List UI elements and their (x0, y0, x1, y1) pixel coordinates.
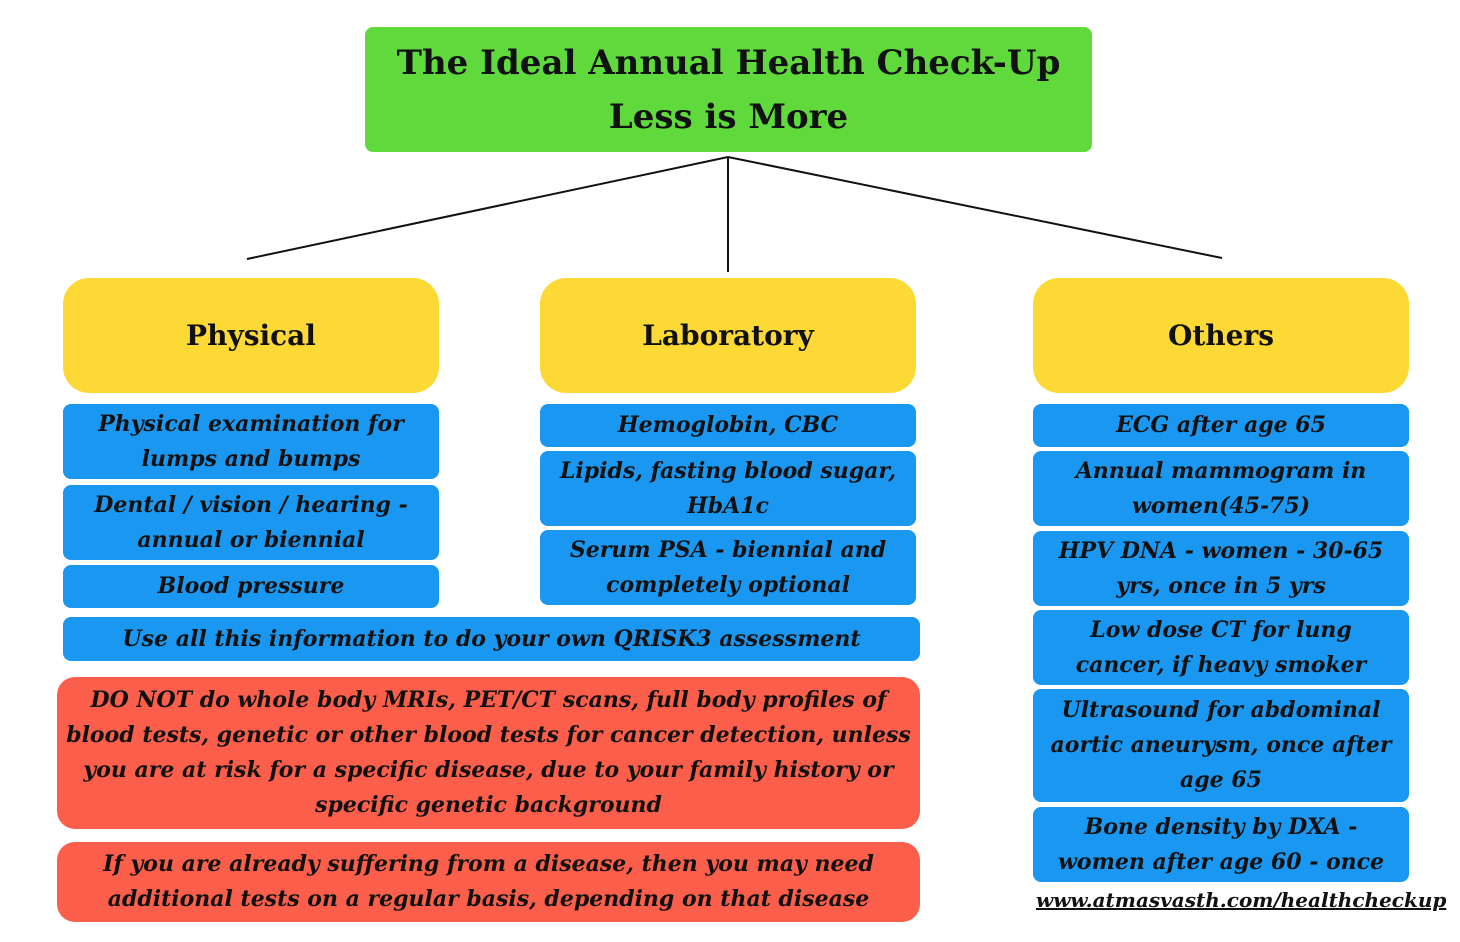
title-line-1: The Ideal Annual Health Check-Up (396, 42, 1061, 83)
heading-laboratory: Laboratory (540, 278, 916, 393)
physical-item-dental: Dental / vision / hearing - annual or bi… (63, 485, 439, 560)
others-item-hpv: HPV DNA - women - 30-65 yrs, once in 5 y… (1033, 531, 1409, 606)
others-item-bone-density: Bone density by DXA - women after age 60… (1033, 807, 1409, 882)
others-item-ecg: ECG after age 65 (1033, 404, 1409, 447)
heading-physical: Physical (63, 278, 439, 393)
lab-item-hemoglobin: Hemoglobin, CBC (540, 404, 916, 447)
title-box: The Ideal Annual Health Check-Up Less is… (365, 27, 1092, 152)
physical-item-exam: Physical examination for lumps and bumps (63, 404, 439, 479)
warning-no-whole-body-scans: DO NOT do whole body MRIs, PET/CT scans,… (57, 677, 920, 829)
warning-existing-disease: If you are already suffering from a dise… (57, 842, 920, 922)
physical-item-blood-pressure: Blood pressure (63, 565, 439, 608)
others-item-mammogram: Annual mammogram in women(45-75) (1033, 451, 1409, 526)
others-item-low-dose-ct: Low dose CT for lung cancer, if heavy sm… (1033, 610, 1409, 685)
lab-item-psa: Serum PSA - biennial and completely opti… (540, 530, 916, 605)
title-line-2: Less is More (608, 96, 849, 137)
qrisk-note: Use all this information to do your own … (63, 617, 920, 661)
lab-item-lipids: Lipids, fasting blood sugar, HbA1c (540, 451, 916, 526)
footer-link[interactable]: www.atmasvasth.com/healthcheckup (1036, 888, 1447, 912)
others-item-ultrasound: Ultrasound for abdominal aortic aneurysm… (1033, 689, 1409, 802)
heading-others: Others (1033, 278, 1409, 393)
